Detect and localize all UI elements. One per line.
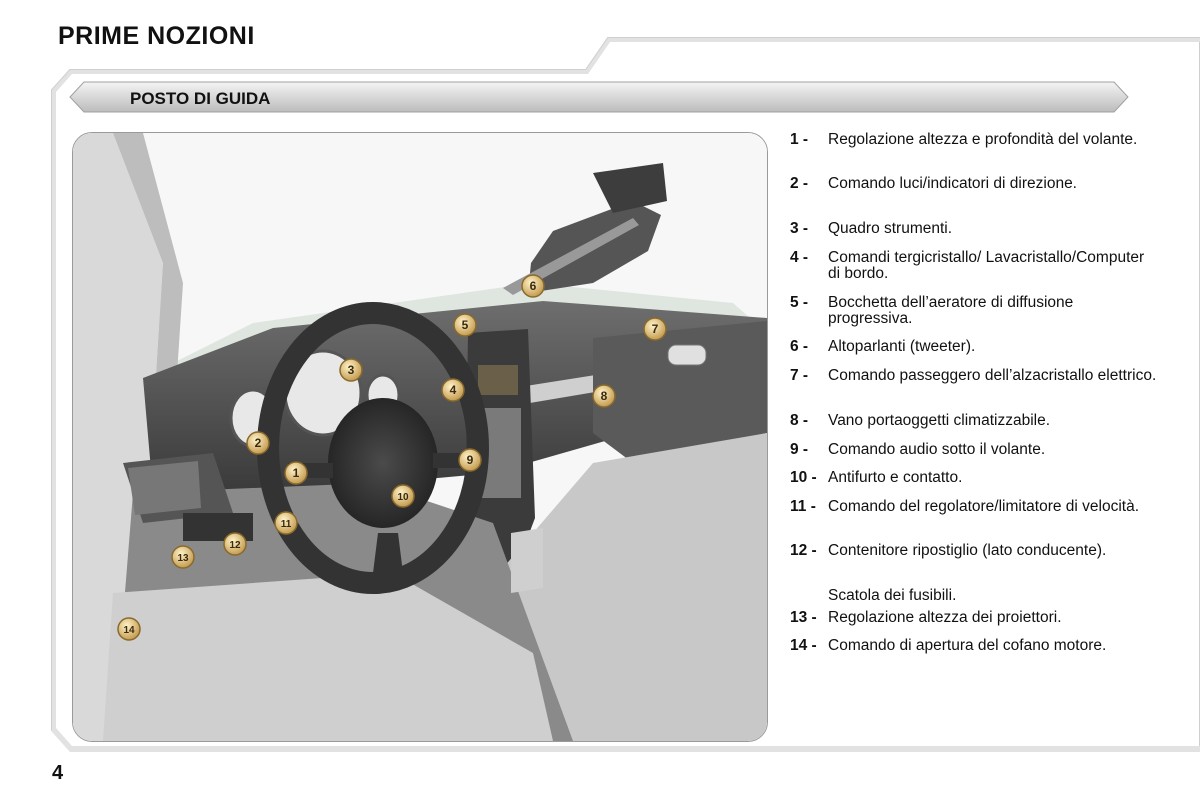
chapter-title: PRIME NOZIONI: [58, 22, 255, 50]
svg-text:4: 4: [450, 383, 457, 397]
svg-text:1: 1: [293, 466, 300, 480]
legend-text: Antifurto e contatto.: [828, 469, 963, 486]
callout-10: 10: [391, 484, 415, 508]
callout-9: 9: [458, 448, 482, 472]
legend-number: 5 -: [790, 294, 809, 311]
legend-text: Contenitore ripostiglio (lato conducente…: [828, 542, 1107, 559]
legend-text: Comando luci/indicatori di direzione.: [828, 175, 1077, 192]
legend-number: 4 -: [790, 249, 809, 266]
dashboard-drawing: [73, 133, 767, 741]
svg-text:10: 10: [397, 492, 409, 503]
legend-number: 6 -: [790, 338, 809, 355]
legend-number: 10 -: [790, 469, 817, 486]
callout-5: 5: [453, 313, 477, 337]
legend-number: 14 -: [790, 637, 817, 654]
legend-number: 12 -: [790, 542, 817, 559]
callout-1: 1: [284, 461, 308, 485]
callout-13: 13: [171, 545, 195, 569]
callout-14: 14: [117, 617, 141, 641]
legend-number: 8 -: [790, 412, 809, 429]
svg-text:12: 12: [229, 540, 241, 551]
svg-text:9: 9: [467, 453, 474, 467]
legend-number: 3 -: [790, 220, 809, 237]
legend-text: Vano portaoggetti climatizzabile.: [828, 412, 1051, 429]
legend-text: Bocchetta dell’aeratore di diffusione pr…: [828, 294, 1074, 327]
callout-12: 12: [223, 532, 247, 556]
svg-text:13: 13: [177, 553, 189, 564]
legend-text: Quadro strumenti.: [828, 220, 953, 237]
legend-number: 9 -: [790, 441, 809, 458]
legend-text: Comando di apertura del cofano motore.: [828, 637, 1107, 654]
svg-text:6: 6: [530, 279, 537, 293]
section-title: POSTO DI GUIDA: [130, 89, 271, 108]
callout-4: 4: [441, 378, 465, 402]
legend-number: 1 -: [790, 131, 809, 148]
callout-2: 2: [246, 431, 270, 455]
svg-text:11: 11: [281, 519, 292, 530]
callout-6: 6: [521, 274, 545, 298]
svg-text:8: 8: [601, 389, 608, 403]
svg-text:14: 14: [123, 625, 135, 636]
svg-text:3: 3: [348, 363, 355, 377]
callout-8: 8: [592, 384, 616, 408]
callout-7: 7: [643, 317, 667, 341]
legend-text: Comando audio sotto il volante.: [828, 441, 1046, 458]
legend-number: 11 -: [790, 498, 816, 515]
callout-3: 3: [339, 358, 363, 382]
section-title-bar: [69, 81, 1129, 113]
legend-text: Comandi tergicristallo/ Lavacristallo/Co…: [828, 249, 1145, 282]
legend-text: Scatola dei fusibili.: [828, 587, 957, 604]
svg-text:7: 7: [652, 322, 659, 336]
svg-text:2: 2: [255, 436, 262, 450]
legend-text: Comando passeggero dell’alzacristallo el…: [828, 367, 1157, 384]
callout-11: 11: [274, 511, 298, 535]
legend-text: Regolazione altezza e profondità del vol…: [828, 131, 1138, 148]
page-number: 4: [52, 762, 64, 784]
legend-text: Comando del regolatore/limitatore di vel…: [828, 498, 1140, 515]
legend-text: Altoparlanti (tweeter).: [828, 338, 976, 355]
legend-text: Regolazione altezza dei proiettori.: [828, 609, 1062, 626]
legend-number: 13 -: [790, 609, 817, 626]
legend-number: 7 -: [790, 367, 809, 384]
svg-text:5: 5: [462, 318, 469, 332]
legend-number: 2 -: [790, 175, 809, 192]
